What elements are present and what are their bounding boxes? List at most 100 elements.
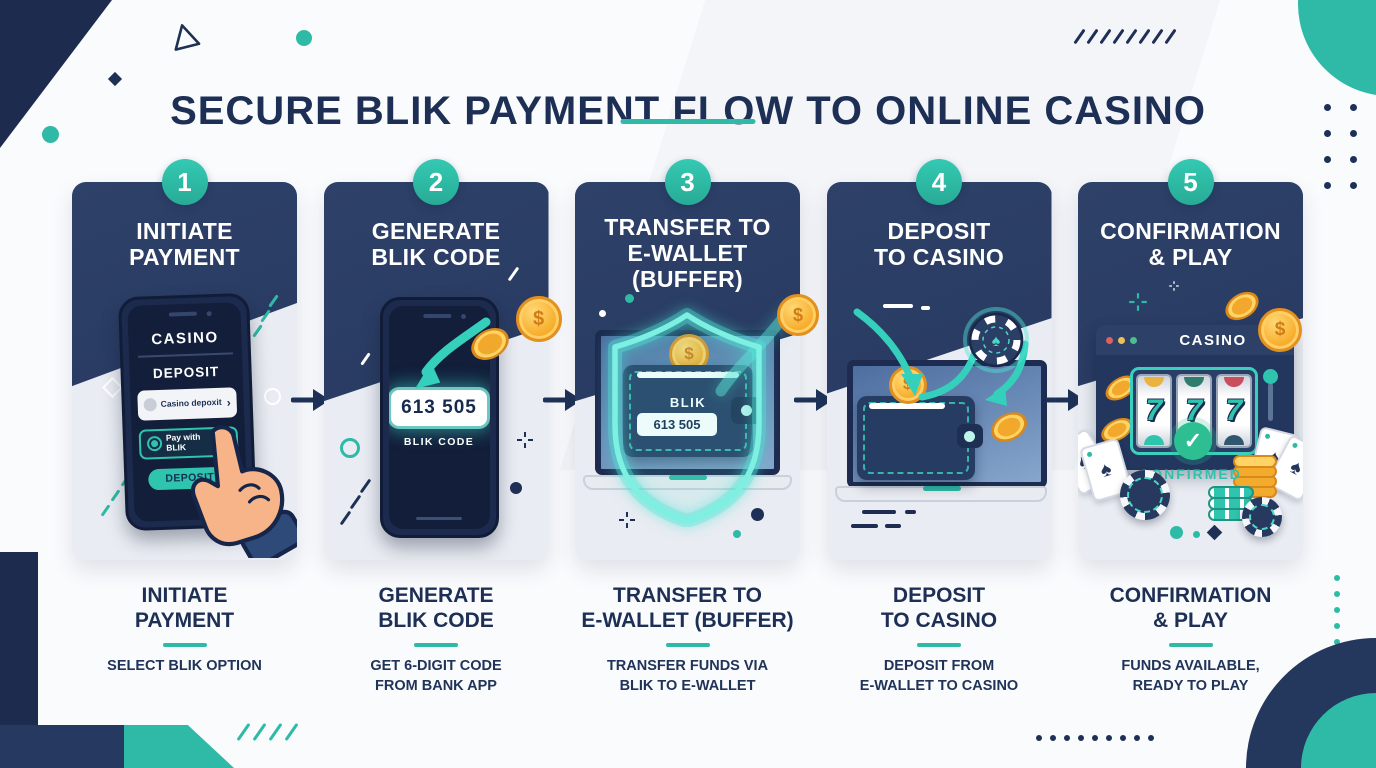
- label-title: DEPOSIT TO CASINO: [880, 584, 998, 632]
- triangle-outline-icon: [174, 24, 201, 51]
- label-underline: [162, 642, 207, 648]
- plus-decor: [1169, 281, 1179, 291]
- chevron-right-icon: ›: [226, 394, 231, 410]
- blik-code-label: BLIK CODE: [403, 436, 475, 448]
- window-dot-green: [1130, 336, 1137, 344]
- dot-decor: [509, 482, 522, 494]
- flow-arrow-icon: [794, 389, 833, 411]
- ring-decor: [339, 438, 360, 458]
- dot-decor: [751, 508, 764, 521]
- notch: [168, 311, 197, 317]
- flow-arrow-icon: [1046, 389, 1085, 411]
- divider: [138, 352, 233, 358]
- label-underline: [414, 642, 458, 648]
- wallet-clasp: [956, 424, 983, 448]
- dot-decor: [625, 294, 634, 303]
- label-subtitle: DEPOSIT FROM E-WALLET TO CASINO: [859, 658, 1019, 694]
- confirmed-status: CONFIRMED: [1139, 466, 1242, 482]
- option-casino-deposit[interactable]: Casino depoxit ›: [137, 386, 238, 421]
- label-subtitle: TRANSFER FUNDS VIA BLIK TO E-WALLET: [606, 658, 769, 694]
- laptop-notch: [922, 486, 961, 491]
- card-title: INITIATE PAYMENT: [129, 218, 240, 270]
- camera-dot: [205, 311, 212, 317]
- check-icon: ✓: [1174, 422, 1212, 460]
- label-subtitle: SELECT BLIK OPTION: [107, 658, 262, 675]
- wallet-brand: BLIK: [623, 395, 753, 410]
- label-step-5: CONFIRMATION & PLAY FUNDS AVAILABLE, REA…: [1078, 584, 1303, 696]
- step-4: 4 DEPOSIT TO CASINO $: [826, 159, 1052, 560]
- hand-tap-icon: [190, 425, 297, 558]
- casino-chip-icon: ♠: [962, 307, 1029, 373]
- flow-arrow-icon: [543, 389, 582, 411]
- step-1-card: INITIATE PAYMENT CASINO: [72, 182, 297, 560]
- crosshair-decor: [516, 432, 533, 448]
- blik-wallet: BLIK 613 505: [623, 365, 761, 457]
- title-underline: [620, 119, 756, 124]
- step-4-card: DEPOSIT TO CASINO $: [826, 182, 1052, 560]
- page-title: SECURE BLIK PAYMENT FLOW TO ONLINE CASIN…: [170, 88, 1206, 133]
- diamond-decor: [107, 71, 123, 87]
- deposit-heading: DEPOSIT: [152, 363, 220, 381]
- speed-line: [884, 524, 901, 528]
- dot-decor: [1193, 531, 1200, 538]
- casino-app-name: CASINO: [150, 328, 219, 349]
- wallet-clasp: [731, 397, 761, 424]
- flow-arrow-icon: [291, 389, 330, 411]
- step-number-badge: 1: [161, 159, 208, 205]
- transfer-arrow-icon: [414, 317, 490, 389]
- ring-decor: [264, 388, 281, 405]
- laptop-notch: [669, 475, 707, 480]
- ewallet: [856, 396, 983, 480]
- wallet-slot: [637, 372, 739, 378]
- slot-lever: [1268, 383, 1273, 421]
- step-3-card: TRANSFER TO E-WALLET (BUFFER) $ BLIK 6: [575, 182, 800, 560]
- radio-icon: [146, 435, 163, 452]
- dash-decor: [882, 304, 913, 308]
- label-underline: [665, 642, 710, 648]
- label-title: INITIATE PAYMENT: [134, 584, 235, 632]
- speed-line: [861, 510, 896, 514]
- spade-icon: ♠: [991, 333, 1000, 350]
- card-title: TRANSFER TO E-WALLET (BUFFER): [604, 214, 771, 292]
- step-3: 3 TRANSFER TO E-WALLET (BUFFER) $: [575, 159, 819, 560]
- card-title: GENERATE BLIK CODE: [371, 218, 501, 270]
- steps-row: 1 INITIATE PAYMENT: [72, 159, 1303, 560]
- step-1: 1 INITIATE PAYMENT: [72, 159, 297, 560]
- casino-site-name: CASINO: [1179, 331, 1247, 349]
- dollar-coin-icon: $: [777, 294, 819, 336]
- step-2: 2 GENERATE BLIK CODE: [323, 159, 562, 560]
- slot-reel: 7: [1136, 374, 1172, 448]
- step-5: 5 CONFIRMATION & PLAY $ CASINO: [1078, 159, 1303, 560]
- slot-lever-knob: [1263, 369, 1278, 384]
- step-2-card: GENERATE BLIK CODE 613 505 BLIK CODE: [323, 182, 549, 560]
- label-step-1: INITIATE PAYMENT SELECT BLIK OPTION: [72, 584, 297, 677]
- label-step-3: TRANSFER TO E-WALLET (BUFFER) TRANSFER F…: [575, 584, 800, 696]
- dot-decor: [42, 126, 59, 143]
- step-number-badge: 2: [413, 159, 459, 205]
- dot-decor: [733, 530, 741, 538]
- slot-reel: 7: [1216, 374, 1252, 448]
- speed-line: [850, 524, 878, 528]
- corner-circle-teal: [1298, 0, 1376, 96]
- label-subtitle: GET 6-DIGIT CODE FROM BANK APP: [370, 658, 502, 694]
- blik-code-box: 613 505: [391, 390, 487, 426]
- wallet-blik-code: 613 505: [637, 413, 717, 436]
- speed-line: [904, 510, 916, 514]
- plus-decor: [1129, 293, 1147, 311]
- notch: [423, 314, 452, 318]
- home-indicator: [416, 516, 462, 520]
- step-number-badge: 5: [1167, 159, 1214, 205]
- card-title: DEPOSIT TO CASINO: [873, 218, 1005, 270]
- step-number-badge: 3: [664, 159, 711, 205]
- label-subtitle: FUNDS AVAILABLE, READY TO PLAY: [1121, 658, 1260, 694]
- casino-browser-window: CASINO 7 7: [1096, 325, 1294, 470]
- step-5-card: CONFIRMATION & PLAY $ CASINO: [1078, 182, 1303, 560]
- label-step-2: GENERATE BLIK CODE GET 6-DIGIT CODE FROM…: [324, 584, 549, 696]
- label-underline: [917, 642, 961, 648]
- bottom-left-navy-shape: [0, 725, 124, 768]
- shield-icon: [608, 307, 790, 527]
- dot-decor: [599, 310, 606, 317]
- wallet-slot: [868, 403, 945, 409]
- camera-dot: [461, 314, 466, 319]
